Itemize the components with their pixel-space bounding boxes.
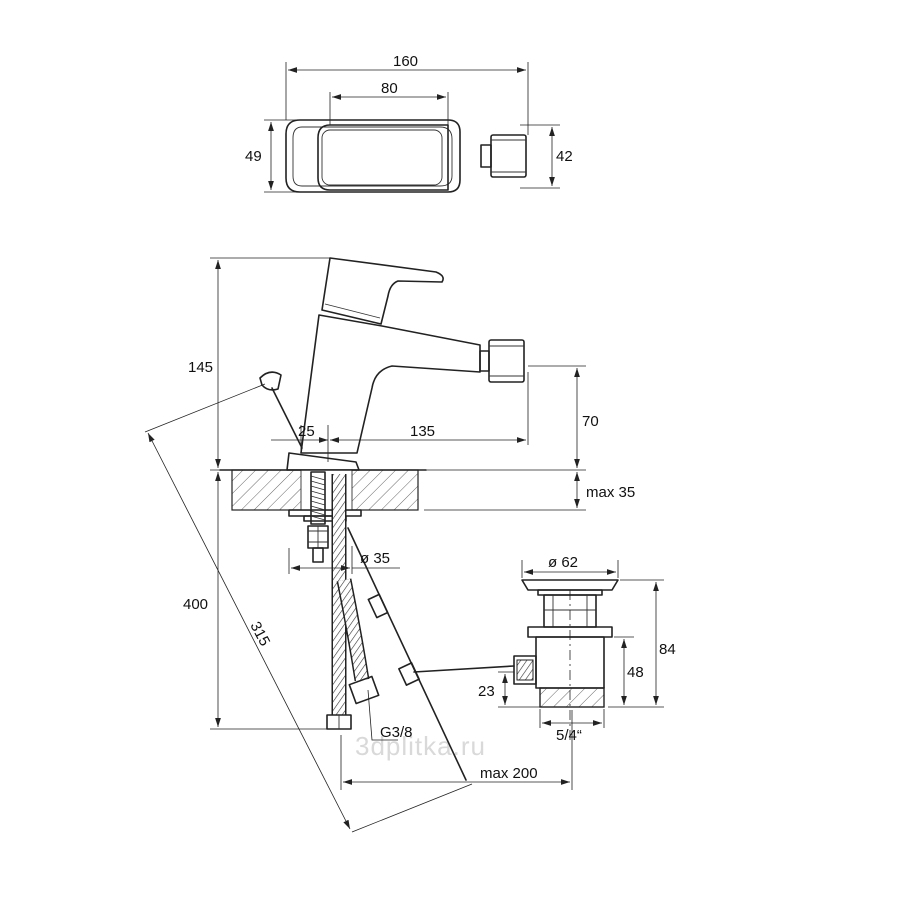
waste-assembly: ø 62 84 48 23 5/4“: [478, 554, 676, 744]
dim-48-label: 48: [627, 664, 644, 681]
dim-62-label: ø 62: [548, 554, 578, 571]
top-view-spray-neck: [480, 144, 492, 168]
dim-max35-label: max 35: [586, 484, 635, 501]
popup-knob: [259, 371, 282, 391]
drain-thread: [539, 687, 605, 708]
watermark: 3dplitka.ru: [355, 731, 486, 761]
thread-54-label: 5/4“: [556, 727, 582, 744]
top-view: 160 80 49 42: [245, 53, 573, 193]
dim-42-label: 42: [556, 148, 573, 165]
dim-80-label: 80: [381, 80, 398, 97]
rod-clamp-1: [367, 593, 389, 619]
dim-49-label: 49: [245, 148, 262, 165]
drain-side-connector: [513, 655, 537, 685]
dim-315-line: [147, 432, 351, 830]
top-view-handle: [317, 124, 449, 191]
horizontal-link-rod: [413, 665, 515, 673]
dim-hole-label: ø 35: [360, 550, 390, 567]
rod-clamp-2: [398, 662, 420, 686]
dim-145-label: 145: [188, 359, 213, 376]
side-view-lever: [321, 257, 444, 325]
dim-23-label: 23: [478, 683, 495, 700]
popup-pull-rod: [347, 527, 467, 781]
side-view: 145 25 135 70 max 35 ø 35 400 315 G3/8 m…: [144, 257, 635, 833]
top-view-base-plate: [285, 119, 461, 193]
side-view-spray-head: [488, 339, 525, 383]
dim-70-label: 70: [582, 413, 599, 430]
hose-fitting-2: [348, 675, 380, 705]
dim-135-label: 135: [410, 423, 435, 440]
side-view-spray-neck: [479, 350, 490, 372]
dim-84-label: 84: [659, 641, 676, 658]
dim-max200-label: max 200: [480, 765, 538, 782]
dim-315-label: 315: [246, 619, 273, 649]
dim-400-label: 400: [183, 596, 208, 613]
side-view-base-flange: [286, 452, 360, 471]
dim-160-label: 160: [393, 53, 418, 70]
top-view-spray-head: [490, 134, 527, 178]
drain-cap: [521, 579, 619, 591]
thread-g38-label: G3/8: [380, 724, 413, 741]
dim-25-label: 25: [298, 423, 315, 440]
